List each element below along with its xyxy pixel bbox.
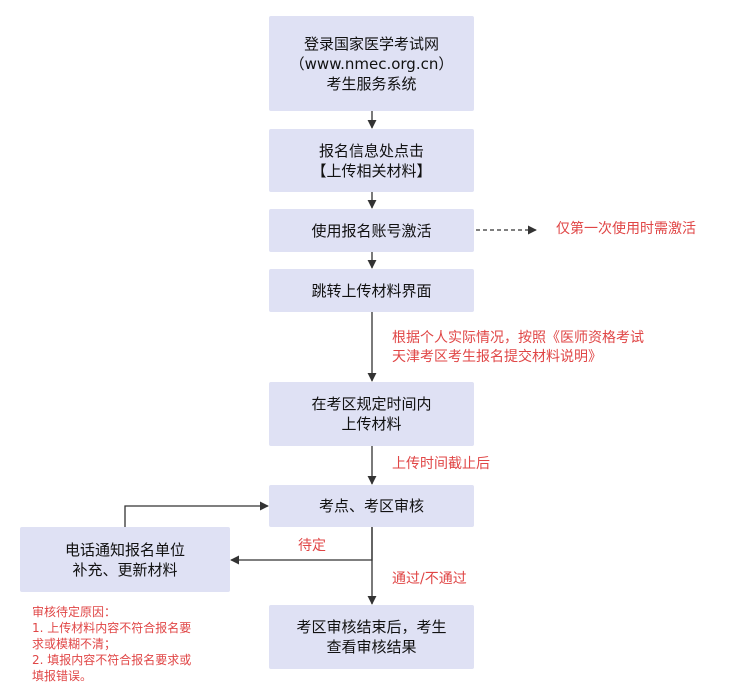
note-pending-reasons: 审核待定原因： 1. 上传材料内容不符合报名要 求或模糊不清； 2. 填报内容不… [32, 605, 192, 683]
node-click-upload: 报名信息处点击 【上传相关材料】 [269, 129, 474, 192]
node-click-upload-label: 报名信息处点击 【上传相关材料】 [311, 141, 432, 180]
arrow-notify-to-review [124, 501, 269, 527]
node-upload-in-time: 在考区规定时间内 上传材料 [269, 382, 474, 446]
node-result: 考区审核结束后，考生 查看审核结果 [269, 605, 474, 669]
arrow-review-to-notify [230, 527, 373, 565]
note-instructions: 根据个人实际情况，按照《医师资格考试 天津考区考生报名提交材料说明》 [392, 330, 644, 365]
node-review-label: 考点、考区审核 [318, 497, 424, 515]
node-result-label: 考区审核结束后，考生 查看审核结果 [296, 618, 447, 656]
node-activate: 使用报名账号激活 [269, 209, 474, 252]
node-notify-label: 电话通知报名单位 补充、更新材料 [64, 540, 185, 579]
node-notify: 电话通知报名单位 补充、更新材料 [20, 527, 230, 592]
node-login-label: 登录国家医学考试网 （www.nmec.org.cn） 考生服务系统 [289, 34, 454, 93]
note-deadline: 上传时间截止后 [392, 456, 490, 472]
node-login: 登录国家医学考试网 （www.nmec.org.cn） 考生服务系统 [269, 16, 474, 111]
node-upload-page-label: 跳转上传材料界面 [311, 281, 432, 300]
note-pending: 待定 [298, 538, 326, 554]
node-upload-in-time-label: 在考区规定时间内 上传材料 [311, 395, 432, 433]
node-activate-label: 使用报名账号激活 [311, 221, 432, 240]
note-pass-fail: 通过/不通过 [392, 571, 467, 587]
note-first-use: 仅第一次使用时需激活 [556, 221, 696, 237]
node-review: 考点、考区审核 [269, 485, 474, 527]
node-upload-page: 跳转上传材料界面 [269, 269, 474, 312]
